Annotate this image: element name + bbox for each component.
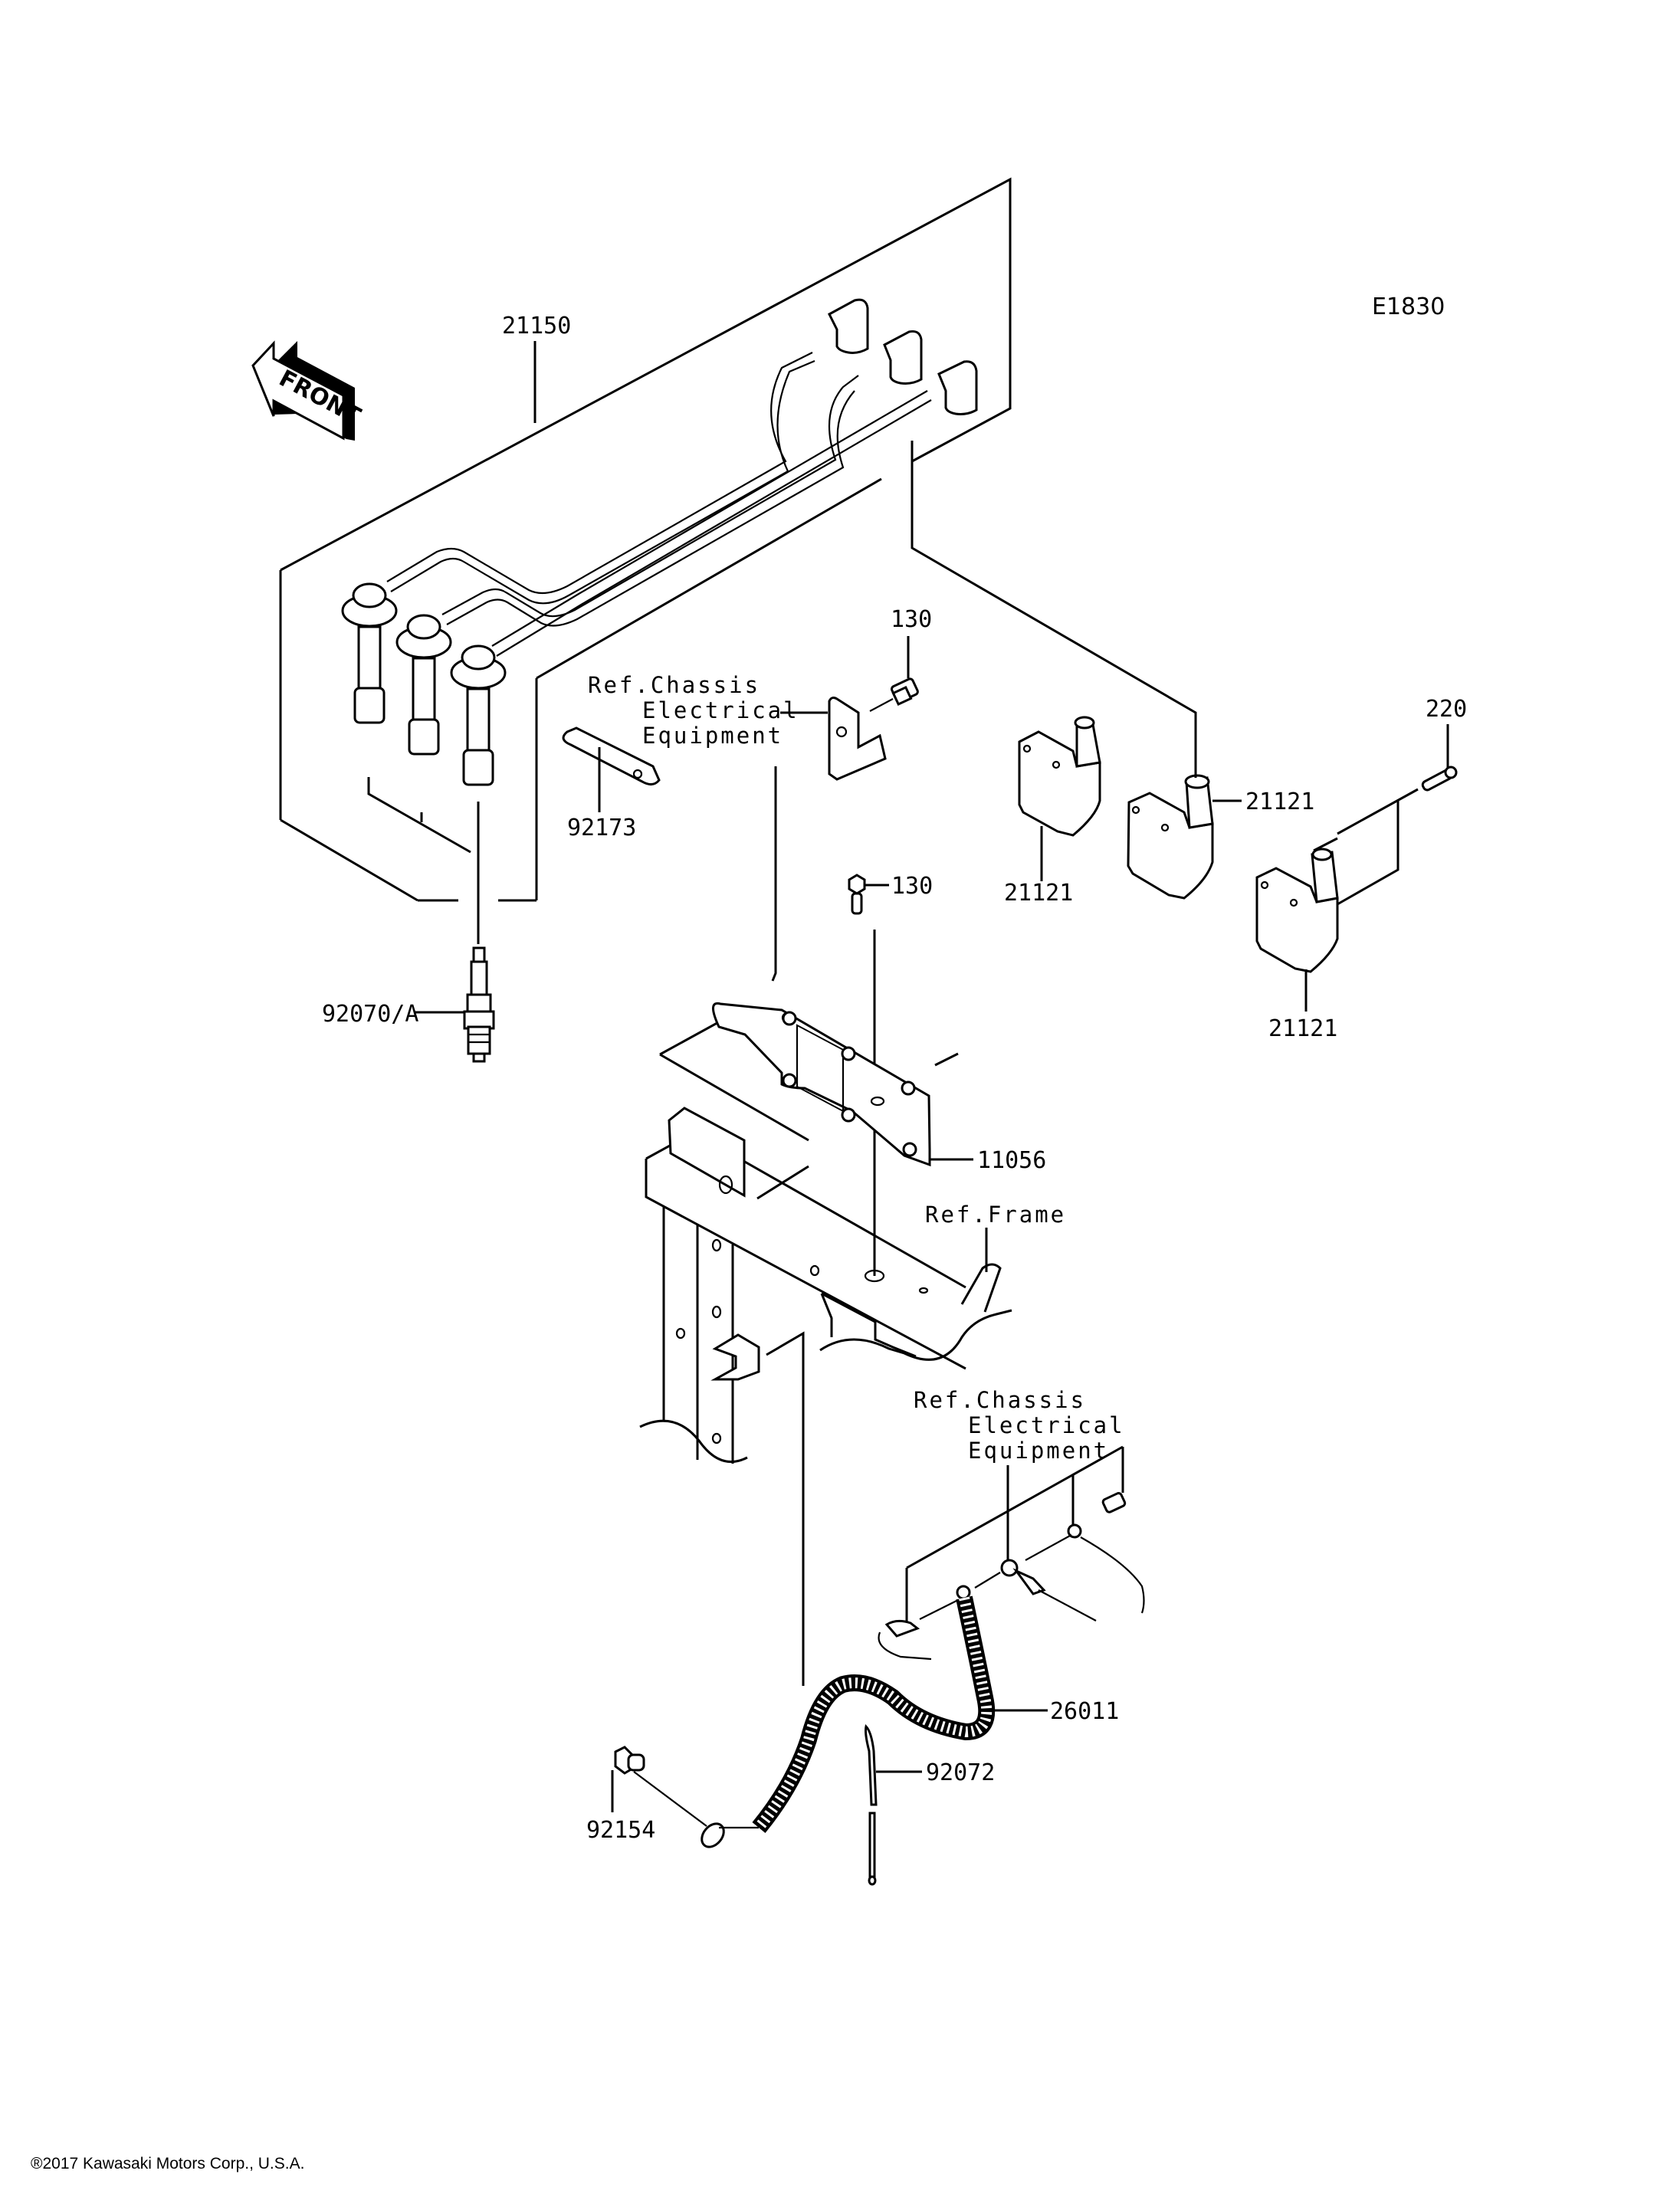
ref-chassis-line3: Equipment	[642, 723, 783, 749]
part-label-130-upper: 130	[891, 606, 932, 633]
leader-line	[1337, 788, 1419, 835]
leader-line	[934, 1052, 959, 1067]
part-label-11056: 11056	[977, 1147, 1046, 1174]
ground-bolt-icon	[614, 1746, 645, 1775]
part-label-21121-left: 21121	[1004, 880, 1073, 907]
lead-set-outline	[279, 177, 1197, 902]
bracket-icon	[659, 1002, 931, 1167]
ref-chassis-line1: Ref.Chassis	[588, 672, 760, 698]
spark-plug-leads	[341, 298, 978, 786]
ref-chassis-line2: Electrical	[642, 697, 799, 723]
long-bolt-icon	[1421, 766, 1458, 792]
ground-connection-group	[878, 1445, 1145, 1661]
band-icon	[865, 1724, 878, 1886]
ref-chassis-lower-line2: Electrical	[968, 1412, 1125, 1438]
part-label-21121-right: 21121	[1268, 1015, 1337, 1042]
leader-line	[869, 698, 894, 712]
part-label-21121-middle: 21121	[1245, 789, 1314, 815]
diagram-code: E1830	[1372, 293, 1445, 320]
part-label-21150: 21150	[502, 313, 571, 339]
bolt-icon	[848, 874, 866, 915]
part-label-92154: 92154	[586, 1817, 655, 1844]
ground-lead-icon	[701, 1595, 996, 1848]
ignition-coil-left-icon	[1018, 716, 1101, 837]
leader-line	[1337, 800, 1399, 906]
ignition-coil-right-icon	[1255, 848, 1339, 973]
ref-chassis-lower-line1: Ref.Chassis	[914, 1387, 1086, 1413]
part-label-92072: 92072	[926, 1759, 995, 1786]
copyright-notice: ®2017 Kawasaki Motors Corp., U.S.A.	[31, 2155, 305, 2172]
spark-plug-icon	[463, 946, 495, 1063]
part-label-26011: 26011	[1050, 1698, 1119, 1725]
leader-line	[771, 766, 777, 982]
leader-line	[1313, 837, 1338, 852]
frame-icon	[639, 1107, 1012, 1686]
ignition-coil-middle-icon	[1127, 774, 1214, 900]
part-label-92173: 92173	[567, 815, 636, 841]
bolt-icon	[890, 677, 919, 707]
leader-line	[633, 1771, 707, 1827]
front-arrow-icon: FRONT	[251, 340, 365, 441]
part-label-130-lower: 130	[891, 873, 933, 900]
clamp-icon	[562, 726, 661, 785]
ref-frame-label: Ref.Frame	[925, 1202, 1066, 1228]
part-label-220: 220	[1426, 696, 1467, 723]
part-label-92070a: 92070/A	[322, 1001, 418, 1028]
chassis-bracket-icon	[828, 697, 887, 781]
ref-chassis-lower-line3: Equipment	[968, 1438, 1109, 1464]
